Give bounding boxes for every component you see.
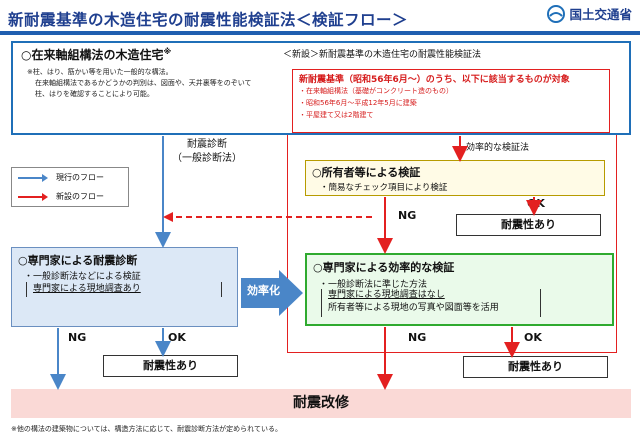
arrow-owner-ng-to-diagnosis-head <box>163 212 173 222</box>
expert-ng-label: NG <box>68 331 87 344</box>
expert-diagnosis-box: ○専門家による耐震診断 ・一般診断法などによる検証 専門家による現地調査あり <box>11 247 238 327</box>
footnote: ※他の構法の建築物については、構造方法に応じて、耐震診断方法が定められている。 <box>11 425 282 433</box>
efficient-ng-label: NG <box>408 331 427 344</box>
expert-efficient-survey: 専門家による現地調査はなし 所有者等による現地の写真や図面等を活用 <box>321 289 541 317</box>
expert-diagnosis-heading: ○専門家による耐震診断 <box>18 254 138 267</box>
legend-new-label: 新設のフロー <box>56 192 104 201</box>
criteria-box: 新耐震基準（昭和56年6月～）のうち、以下に該当するものが対象 ・在来軸組構法（… <box>292 69 610 133</box>
owner-check-heading: ○所有者等による検証 <box>312 166 421 179</box>
expert-efficient-box: ○専門家による効率的な検証 ・一般診断法に準じた方法 専門家による現地調査はなし… <box>305 253 614 326</box>
legend-current-label: 現行のフロー <box>56 173 104 182</box>
expert-diagnosis-survey: 専門家による現地調査あり <box>26 282 222 297</box>
diagnosis-label: 耐震診断 （一般診断法） <box>172 139 242 164</box>
owner-ng-label: NG <box>398 209 417 222</box>
retrofit-bar: 耐震改修 <box>11 389 631 418</box>
header-rule <box>0 31 640 35</box>
mlit-logo-icon <box>547 4 566 23</box>
legend: 現行のフロー 新設のフロー <box>11 167 129 207</box>
new-method-label: ＜新設＞新耐震基準の木造住宅の耐震性能検証法 <box>283 50 482 60</box>
expert-diagnosis-sub: ・一般診断法などによる検証 <box>24 272 141 282</box>
criteria-item: ・昭和56年6月～平成12年5月に建築 <box>299 99 417 107</box>
efficiency-arrow-icon <box>241 270 303 316</box>
efficient-ok-label: OK <box>524 331 542 344</box>
legend-current-arrow <box>18 174 48 182</box>
efficient-ok-result: 耐震性あり <box>463 356 608 378</box>
owner-check-sub: ・簡易なチェック項目により検証 <box>320 183 448 193</box>
expert-ok-label: OK <box>168 331 186 344</box>
expert-efficient-heading: ○専門家による効率的な検証 <box>313 261 455 274</box>
expert-efficient-sub: ・一般診断法に準じた方法 <box>319 280 428 290</box>
ministry-logo: 国土交通省 <box>547 4 632 23</box>
page-title: 新耐震基準の木造住宅の耐震性能検証法＜検証フロー＞ <box>8 11 409 29</box>
target-housing-note-3: 柱、はりを確認することにより可能。 <box>35 90 154 98</box>
target-housing-note-1: ※柱、はり、筋かい等を用いた一般的な構法。 <box>27 68 173 76</box>
owner-check-box: ○所有者等による検証 ・簡易なチェック項目により検証 <box>305 160 605 196</box>
efficient-method-label: 効率的な検証法 <box>466 143 530 153</box>
efficiency-label: 効率化 <box>247 284 280 297</box>
legend-new-arrow <box>18 193 48 201</box>
ministry-name: 国土交通省 <box>569 7 632 22</box>
criteria-item: ・平屋建て又は2階建て <box>299 111 374 119</box>
criteria-item: ・在来軸組構法（基礎がコンクリート造のもの） <box>299 87 453 95</box>
target-housing-heading: ○在来軸組構法の木造住宅※ <box>21 47 172 62</box>
criteria-title: 新耐震基準（昭和56年6月～）のうち、以下に該当するものが対象 <box>299 75 570 85</box>
target-housing-note-2: 在来軸組構法であるかどうかの判別は、図面や、天井裏等をのぞいて <box>35 79 252 87</box>
